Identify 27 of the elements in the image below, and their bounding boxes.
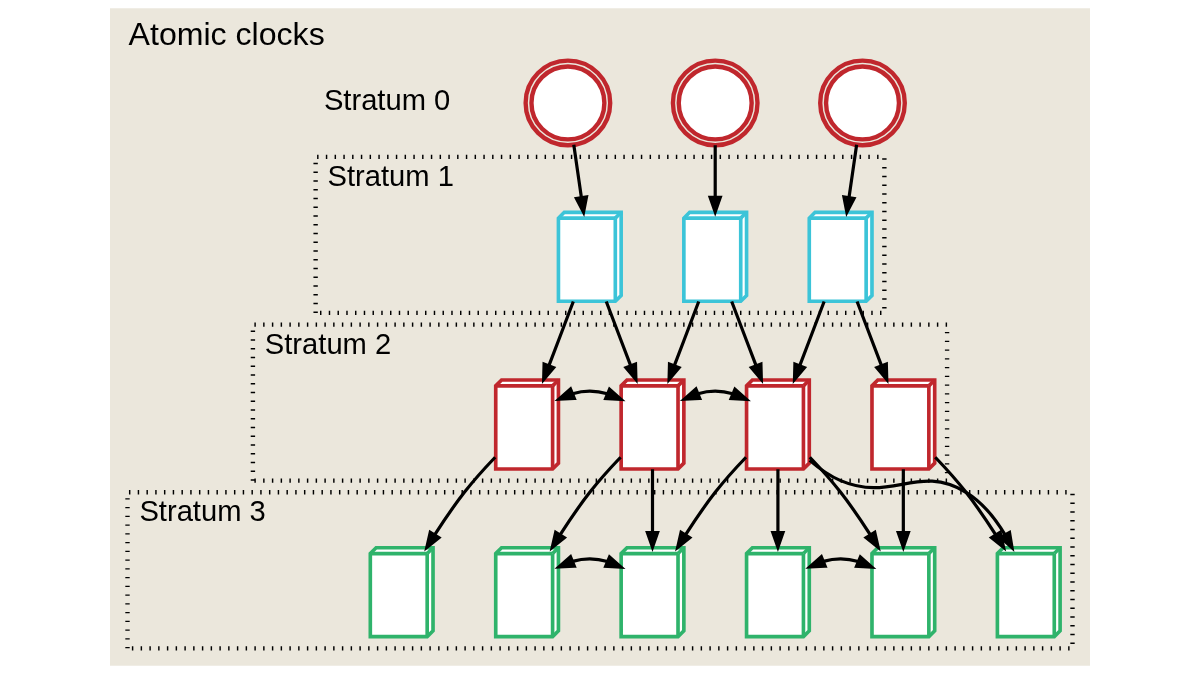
cluster: Stratum 3 [125,490,1075,651]
arrow [934,456,1007,552]
arrow [424,456,497,552]
arrow [730,301,764,384]
arrow [604,300,638,384]
arrow [667,300,701,384]
arrow [675,456,748,552]
node-picture [523,58,613,148]
node-picture [670,58,760,148]
label: Stratum 0 [323,84,451,117]
arrow [554,386,626,402]
arrow [808,456,881,552]
node-picture [818,58,907,148]
arrow [554,554,626,569]
arrow [707,145,723,217]
arrow [679,386,751,402]
cluster: Stratum 2 [250,322,950,483]
cluster: Stratum 1 [313,154,887,316]
diagram-title: Atomic clocks [128,16,325,53]
arrow [549,456,622,552]
arrow [770,469,786,553]
arrow [792,300,826,384]
arrow [645,469,660,553]
arrow [808,459,1015,552]
arrow [572,144,589,217]
arrow [805,554,877,569]
arrow [895,469,911,553]
